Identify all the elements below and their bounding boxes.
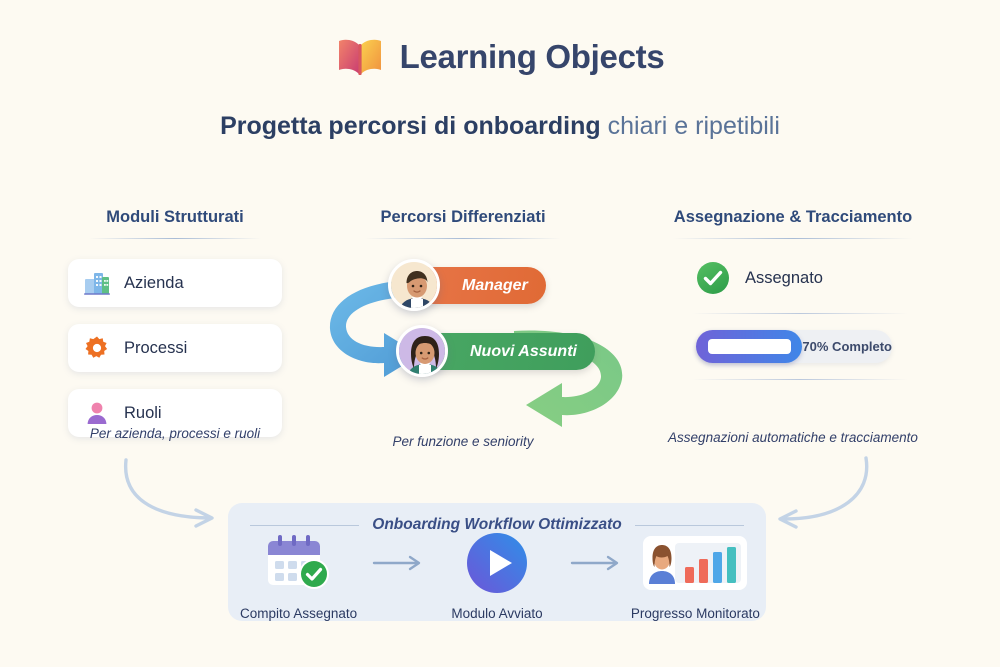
arrow-right-icon	[372, 555, 420, 571]
subtitle-tail: chiari e ripetibili	[600, 112, 780, 140]
progress-bar-fill	[696, 330, 803, 363]
calendar-check-icon	[267, 535, 329, 589]
person-icon	[87, 402, 107, 424]
female-avatar	[396, 325, 448, 377]
workflow-steps: Compito Assegnato Modul	[228, 532, 766, 621]
persona-label: Manager	[462, 276, 528, 294]
workflow-step-label: Modulo Avviato	[451, 606, 543, 621]
column-caption: Per azienda, processi e ruoli	[89, 426, 261, 441]
module-card-label: Ruoli	[124, 403, 162, 422]
column-moduli-strutturati: Moduli Strutturati Aziend	[60, 208, 290, 454]
check-circle-icon	[697, 262, 729, 294]
open-book-icon	[338, 39, 381, 75]
header-rule-left	[250, 524, 360, 526]
title-underline	[365, 238, 561, 239]
column-caption: Per funzione e seniority	[392, 434, 534, 449]
header-rule-right	[634, 524, 744, 526]
section-divider	[692, 379, 908, 380]
title-underline	[89, 238, 261, 239]
module-card-azienda[interactable]: Azienda	[68, 259, 282, 307]
module-card-processi[interactable]: Processi	[68, 324, 282, 372]
left-curved-arrow-to-workflow	[124, 458, 214, 528]
module-card-label: Azienda	[124, 273, 184, 292]
workflow-title: Onboarding Workflow Ottimizzato	[372, 516, 622, 533]
progress-bar: 70% Completo	[696, 330, 892, 363]
column-title: Assegnazione & Tracciamento	[673, 208, 913, 226]
status-assegnato-row: Assegnato	[648, 239, 938, 313]
subtitle-emphasis: Progetta percorsi di onboarding	[220, 112, 601, 140]
office-building-icon	[84, 273, 110, 295]
progress-bar-inner	[707, 339, 791, 354]
workflow-step-label: Progresso Monitorato	[630, 606, 760, 621]
workflow-step-label: Compito Assegnato	[240, 606, 358, 621]
dashboard-chart-icon	[643, 536, 748, 590]
workflow-step-modulo-avviato[interactable]: Modulo Avviato	[426, 532, 567, 621]
workflow-step-compito-assegnato[interactable]: Compito Assegnato	[228, 532, 369, 621]
brand-header: Learning Objects	[0, 36, 1000, 78]
column-caption: Assegnazioni automatiche e tracciamento	[668, 430, 918, 445]
workflow-step-connector	[369, 532, 426, 594]
column-percorsi-differenziati: Percorsi Differenziati	[329, 208, 623, 449]
progress-label: 70% Completo	[802, 339, 892, 354]
title-underline	[673, 238, 913, 239]
module-card-ruoli[interactable]: Ruoli	[68, 389, 282, 437]
brand-title: Learning Objects	[399, 38, 665, 75]
workflow-step-connector	[568, 532, 625, 594]
male-avatar	[388, 259, 440, 311]
persona-label: Nuovi Assunti	[470, 342, 577, 360]
column-assegnazione-tracciamento: Assegnazione & Tracciamento Assegnato 70…	[648, 208, 938, 445]
module-card-label: Processi	[124, 338, 188, 357]
green-loop-arrow	[514, 330, 623, 427]
column-title: Percorsi Differenziati	[380, 208, 546, 226]
persona-loop-group: Manager Nuovi Assunti	[329, 253, 623, 427]
workflow-panel-header: Onboarding Workflow Ottimizzato	[228, 503, 766, 534]
workflow-step-progresso-monitorato[interactable]: Progresso Monitorato	[625, 532, 766, 621]
play-button-icon	[466, 533, 527, 593]
arrow-right-icon	[570, 555, 619, 571]
column-title: Moduli Strutturati	[106, 208, 244, 226]
status-label: Assegnato	[745, 268, 823, 287]
right-curved-arrow-to-workflow	[778, 456, 869, 529]
gear-icon	[85, 336, 108, 358]
page-subtitle: Progetta percorsi di onboarding chiari e…	[0, 112, 1000, 141]
section-divider	[692, 313, 908, 314]
